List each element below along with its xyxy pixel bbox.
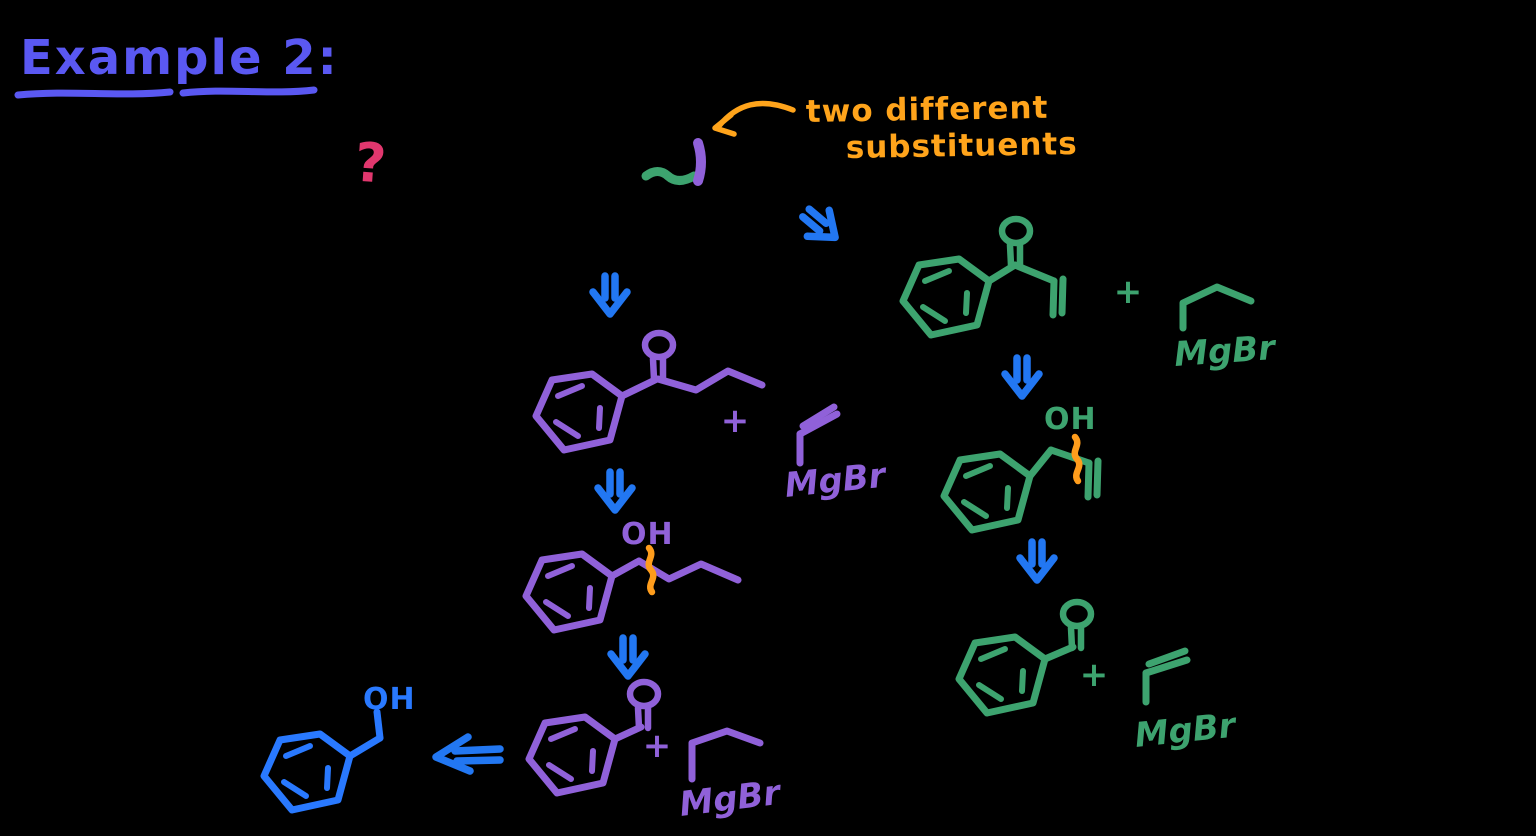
plus-sign: + <box>721 401 750 441</box>
annotation-line1: two different <box>806 90 1049 130</box>
plus-sign: + <box>1114 272 1143 312</box>
question-mark-group: ? <box>353 131 389 196</box>
benzene-ring <box>529 717 615 793</box>
arrow-green-step1 <box>1005 358 1039 396</box>
vinyl-grignard-green: MgBr <box>1133 647 1240 756</box>
carbonyl-group <box>1002 219 1030 265</box>
bond <box>346 734 384 760</box>
arrow-to-green-route <box>795 200 846 250</box>
disconnection-squiggle <box>649 548 654 592</box>
plus-sign: + <box>643 726 672 766</box>
oh-label: OH <box>363 682 416 717</box>
propyl-grignard-purple: MgBr <box>677 727 784 825</box>
arrow-purple-step2 <box>611 638 645 676</box>
propyl-chain <box>688 727 764 783</box>
page-title: Example 2: <box>20 30 339 86</box>
double-bond-line <box>1142 656 1191 677</box>
benzene-ring <box>903 259 989 335</box>
annotation-line2: substituents <box>846 126 1078 166</box>
benzene-ring <box>944 454 1030 530</box>
green-route: + MgBr OH + MgBr <box>903 219 1278 756</box>
purple-route: + MgBr OH + MgBr <box>526 333 889 825</box>
double-bond-line <box>799 403 838 430</box>
fragment-purple-substituent-bond <box>693 138 706 186</box>
target-fragment <box>641 138 706 186</box>
benzaldehyde-purple <box>529 682 658 793</box>
arrow-to-benzyl-alcohol <box>432 733 504 775</box>
arrow-purple-step1 <box>598 472 632 510</box>
carbonyl-group <box>630 682 658 728</box>
oh-label: OH <box>1044 402 1097 437</box>
benzene-ring <box>526 554 612 630</box>
bond <box>373 708 384 742</box>
double-bond-line <box>1145 647 1189 668</box>
bond <box>608 557 643 580</box>
double-bond-line <box>796 410 841 438</box>
title-underline-right <box>179 86 318 97</box>
vinyl-double-bond <box>1053 279 1063 315</box>
bond <box>1026 446 1055 480</box>
plus-sign: + <box>1080 655 1109 695</box>
question-mark: ? <box>353 131 389 196</box>
bond <box>618 375 661 400</box>
propyl-grignard: MgBr <box>1173 283 1279 375</box>
phenyl-allyl-alcohol: OH <box>944 402 1098 530</box>
bond <box>1011 261 1058 285</box>
bond <box>1041 643 1077 663</box>
annotation-arrowhead <box>712 112 737 137</box>
benzaldehyde-green <box>959 602 1091 713</box>
annotation-group: two different substituents <box>712 90 1078 166</box>
bond <box>1047 446 1093 467</box>
propyl-chain <box>654 367 766 394</box>
disconnection-squiggle <box>1075 437 1080 481</box>
carbonyl-group <box>1063 602 1091 648</box>
page-title-group: Example 2: <box>14 30 339 99</box>
title-underline-left <box>14 88 174 99</box>
propyl-chain <box>1179 283 1255 332</box>
vinyl-double-bond <box>1088 461 1098 497</box>
phenyl-butanol: OH <box>526 517 742 630</box>
mgbr-label: MgBr <box>1173 328 1279 375</box>
retro-arrows <box>432 200 1054 775</box>
phenyl-vinyl-ketone <box>903 219 1063 335</box>
phenyl-propyl-ketone <box>536 333 766 450</box>
benzene-ring <box>536 374 622 450</box>
vinyl-grignard-purple: MgBr <box>783 403 889 506</box>
carbonyl-group <box>645 333 673 379</box>
benzene-ring <box>959 637 1045 713</box>
fragment-green-substituent-bond <box>641 167 699 185</box>
benzyl-alcohol: OH <box>264 682 416 810</box>
arrow-to-purple-route <box>593 276 627 314</box>
mgbr-label: MgBr <box>1133 705 1240 756</box>
benzene-ring <box>264 734 350 810</box>
arrow-green-step2 <box>1020 542 1054 580</box>
